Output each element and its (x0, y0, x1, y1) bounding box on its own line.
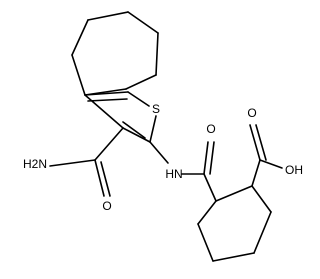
linker-nh-label: HN (165, 167, 182, 181)
cyclohexane-ring (197, 173, 272, 262)
sulfur-label: S (152, 102, 160, 116)
carbamoyl-group (49, 127, 124, 197)
carbamoyl-oxygen-label: O (102, 199, 111, 213)
cycloheptane-ring (71, 11, 159, 96)
linker-oxygen-label: O (206, 122, 215, 136)
thiophene-ring (84, 91, 157, 143)
amide-nitrogen-label: H2N (23, 157, 47, 171)
amide-linker (149, 141, 215, 175)
acid-oxygen-label: O (247, 106, 256, 120)
acid-hydroxyl-label: OH (285, 163, 303, 177)
carboxylic-acid-group (249, 124, 283, 187)
